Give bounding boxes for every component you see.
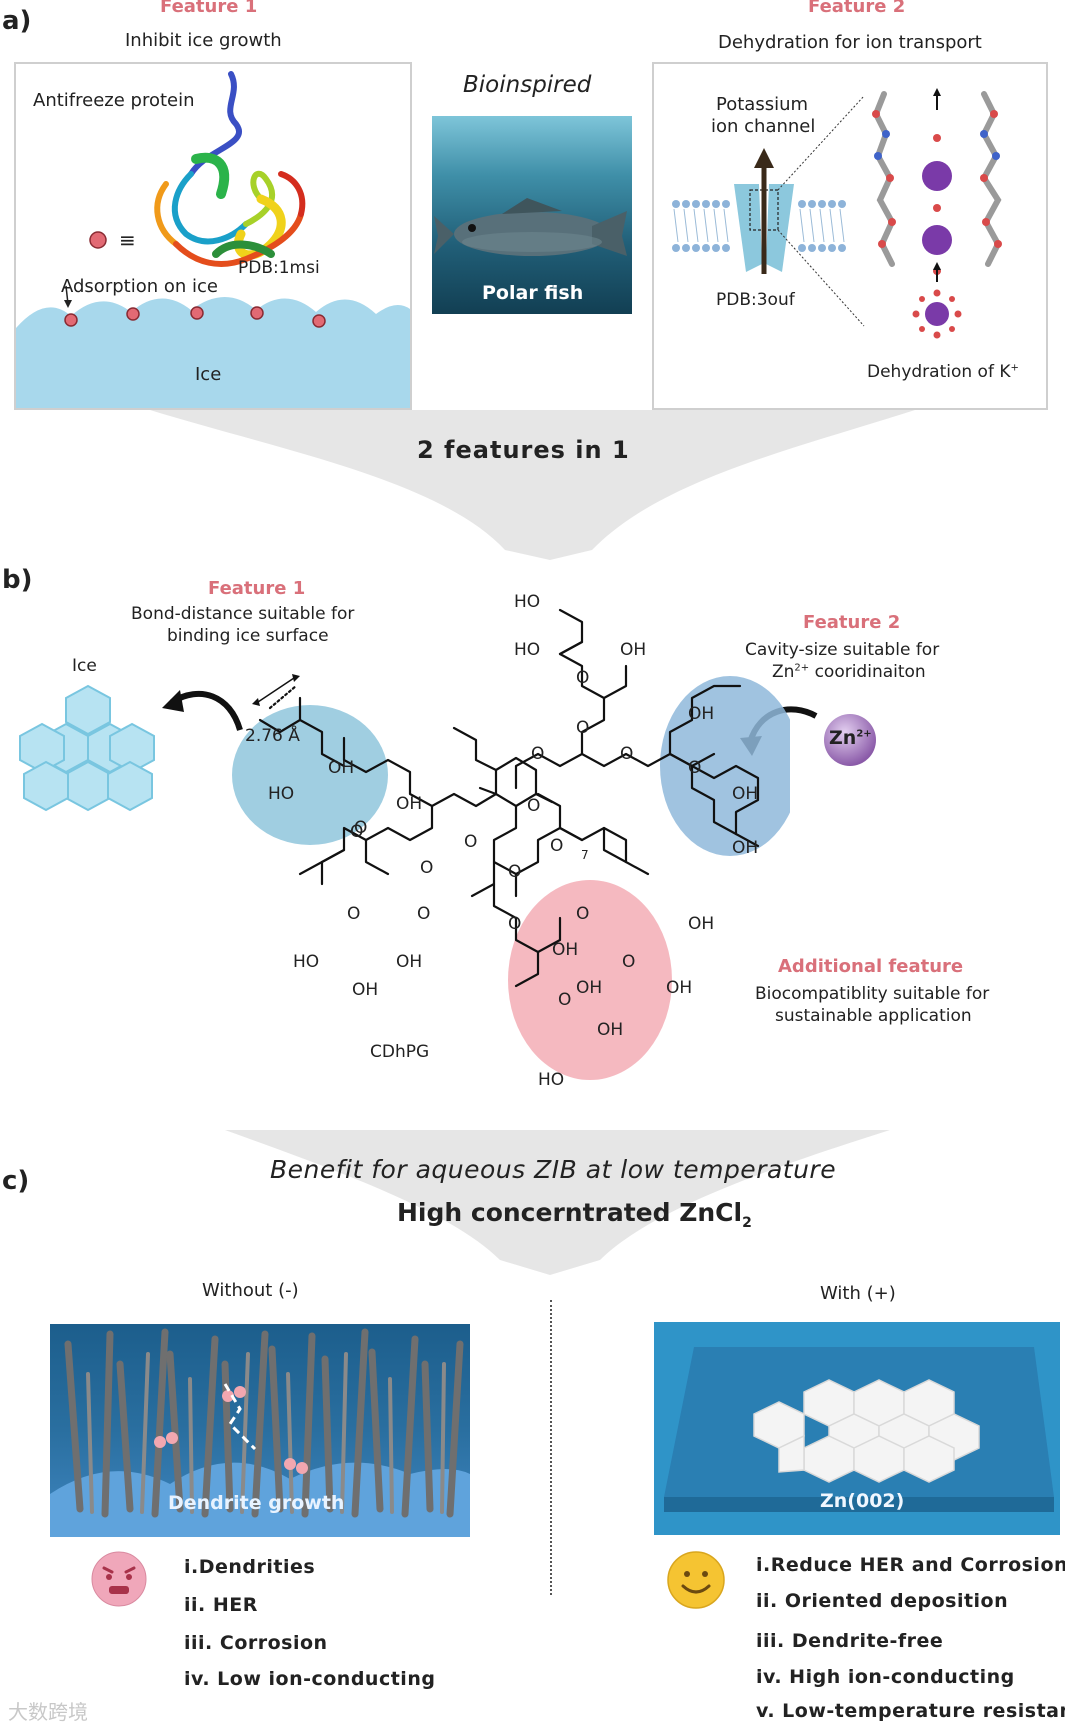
mol-oh-6: OH xyxy=(396,952,422,972)
with-item-2: ii. Oriented deposition xyxy=(756,1590,1008,1612)
b-feature2-title: Feature 2 xyxy=(803,612,900,633)
ion-channel-panel: Potassium ion channel xyxy=(652,62,1048,410)
mol-o-1: O xyxy=(576,668,589,688)
happy-face-icon xyxy=(666,1550,726,1610)
additional-feature-title: Additional feature xyxy=(778,956,963,977)
panel-a-letter: a) xyxy=(2,6,31,36)
mol-o-5: O xyxy=(688,758,701,778)
ice-lattice-label: Ice xyxy=(72,656,97,676)
ice-lattice-icon xyxy=(18,680,168,830)
zn002-caption: Zn(002) xyxy=(820,1490,904,1512)
zn-ion-label: Zn2+ xyxy=(829,727,872,749)
mol-o-2: O xyxy=(576,718,589,738)
membrane-right xyxy=(798,200,846,252)
mol-oh-12: OH xyxy=(666,978,692,998)
merge-arrow xyxy=(0,410,1065,560)
ion-channel-diagram xyxy=(654,64,1046,408)
mol-o-8: O xyxy=(417,904,430,924)
mol-ho-1: HO xyxy=(514,592,540,612)
adsorption-label: Adsorption on ice xyxy=(61,276,218,297)
mol-o-13: O xyxy=(576,904,589,924)
mol-o-12: O xyxy=(508,914,521,934)
mol-oh-10: OH xyxy=(597,1020,623,1040)
ice-label: Ice xyxy=(195,364,221,385)
bioinspired-label: Bioinspired xyxy=(463,72,591,98)
hydrated-k-icon xyxy=(925,302,949,326)
oval1-o: O xyxy=(350,822,363,842)
mol-o-11: O xyxy=(508,862,521,882)
with-item-4: iv. High ion-conducting xyxy=(756,1666,1015,1688)
mol-ho-4: HO xyxy=(538,1070,564,1090)
b-feature2-desc-2: Zn2+ cooridinaiton xyxy=(772,662,926,682)
mol-o-9: O xyxy=(347,904,360,924)
merge-label: 2 features in 1 xyxy=(417,436,630,464)
mol-o-4: O xyxy=(620,744,633,764)
oval1-oh: OH xyxy=(328,758,354,778)
zn002-image: Zn(002) xyxy=(654,1322,1060,1535)
mol-o-15: O xyxy=(622,952,635,972)
mol-oh-11: OH xyxy=(688,914,714,934)
repeat-subscript: 7 xyxy=(581,848,589,862)
mol-o-6: O xyxy=(464,832,477,852)
polar-fish-photo: Polar fish xyxy=(432,116,632,314)
antifreeze-panel: Antifreeze protein ≡ PDB:1msi Adsorption… xyxy=(14,62,412,410)
mol-ho-3: HO xyxy=(293,952,319,972)
protein-ribbon xyxy=(157,74,302,264)
polar-fish-label: Polar fish xyxy=(482,282,583,304)
additional-desc-1: Biocompatiblity suitable for xyxy=(755,984,989,1004)
mol-oh-8: OH xyxy=(552,940,578,960)
mol-o-3: O xyxy=(531,744,544,764)
without-item-4: iv. Low ion-conducting xyxy=(184,1668,435,1690)
with-item-5: v. Low-temperature resistance xyxy=(756,1700,1065,1722)
mol-oh-9: OH xyxy=(576,978,602,998)
dehydration-label: Dehydration of K+ xyxy=(867,362,1019,382)
mol-o-7: O xyxy=(420,858,433,878)
feature2-title: Feature 2 xyxy=(808,0,905,17)
feature2-subtitle: Dehydration for ion transport xyxy=(718,32,982,53)
distance-label: 2.76 Å xyxy=(245,726,300,746)
sad-face-icon xyxy=(90,1550,148,1608)
mol-o-ring: O xyxy=(527,796,540,816)
benefit-title: Benefit for aqueous ZIB at low temperatu… xyxy=(270,1155,836,1184)
mol-oh-2: OH xyxy=(688,704,714,724)
without-item-1: i.Dendrities xyxy=(184,1556,315,1578)
mol-o-14: O xyxy=(558,990,571,1010)
dendrite-caption: Dendrite growth xyxy=(168,1492,344,1514)
panel-b-letter: b) xyxy=(2,565,33,595)
with-item-3: iii. Dendrite-free xyxy=(756,1630,943,1652)
mol-oh-3: OH xyxy=(732,784,758,804)
feature1-title: Feature 1 xyxy=(160,0,257,17)
concentration-title: High concerntrated ZnCl2 xyxy=(397,1198,752,1231)
molecule-name: CDhPG xyxy=(370,1042,429,1062)
membrane-left xyxy=(672,200,730,252)
without-label: Without (-) xyxy=(202,1280,299,1301)
mol-oh-5: OH xyxy=(396,794,422,814)
solute-sphere-icon xyxy=(90,232,106,248)
ice-surface xyxy=(16,297,410,408)
mol-oh-1: OH xyxy=(620,640,646,660)
with-label: With (+) xyxy=(820,1283,896,1304)
mol-oh-7: OH xyxy=(352,980,378,1000)
panel-c-letter: c) xyxy=(2,1166,29,1196)
pdb-3ouf-label: PDB:3ouf xyxy=(716,290,795,310)
pdb-1msi-label: PDB:1msi xyxy=(238,258,320,278)
cdhpg-molecule xyxy=(230,580,790,1100)
without-item-3: iii. Corrosion xyxy=(184,1632,328,1654)
mol-ho-2: HO xyxy=(514,640,540,660)
k-ion-icon xyxy=(922,225,952,255)
with-item-1: i.Reduce HER and Corrosion xyxy=(756,1554,1065,1576)
mol-o-ring-2: O xyxy=(550,836,563,856)
k-ion-icon xyxy=(922,161,952,191)
antifreeze-diagram xyxy=(16,64,410,408)
watermark: 大数跨境 xyxy=(8,1696,88,1725)
mol-oh-4: OH xyxy=(732,838,758,858)
dendrite-image: Dendrite growth xyxy=(50,1324,470,1537)
panel-c-divider xyxy=(550,1300,552,1595)
additional-desc-2: sustainable application xyxy=(775,1006,972,1026)
feature1-subtitle: Inhibit ice growth xyxy=(125,30,282,51)
oval1-ho: HO xyxy=(268,784,294,804)
without-item-2: ii. HER xyxy=(184,1594,258,1616)
equiv-symbol: ≡ xyxy=(119,228,136,252)
